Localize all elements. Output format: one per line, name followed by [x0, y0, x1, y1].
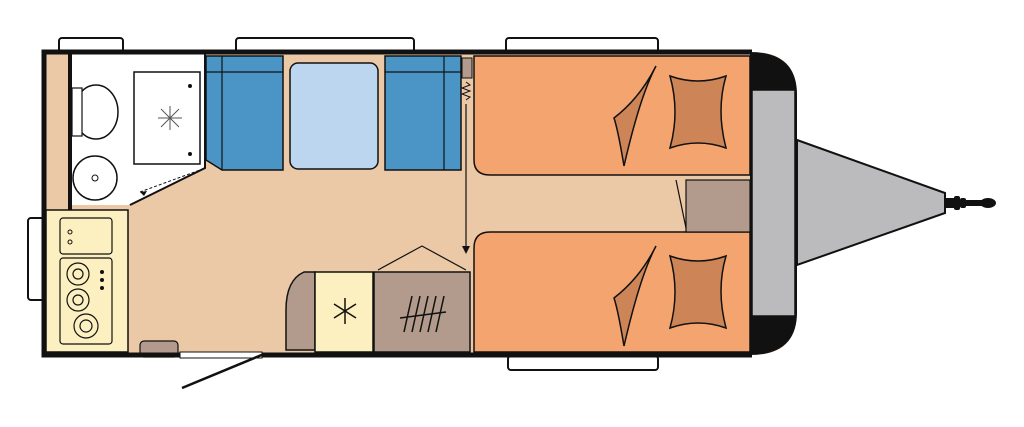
hob-icon [59, 257, 113, 345]
shower-icon [158, 106, 182, 130]
bed-extension [685, 179, 751, 233]
dinette [205, 55, 473, 254]
wardrobe [373, 271, 471, 353]
sink-icon [72, 155, 118, 201]
drawbar [796, 138, 996, 267]
hitch-icon [944, 196, 996, 210]
wardrobe-hanger-icon [399, 295, 447, 333]
front-storage [751, 89, 796, 317]
windows [27, 37, 810, 371]
outer-wall [41, 49, 752, 358]
fridge-snowflake-icon [333, 298, 357, 324]
pillow [613, 65, 728, 347]
table [289, 62, 379, 170]
bathroom [68, 54, 206, 210]
seat-right [384, 55, 462, 171]
kitchen [45, 209, 129, 353]
kitchen-sink [59, 217, 113, 255]
beds [473, 55, 751, 353]
seat-left [205, 55, 284, 171]
door-icon[interactable] [181, 352, 265, 390]
cabinet [285, 271, 316, 351]
